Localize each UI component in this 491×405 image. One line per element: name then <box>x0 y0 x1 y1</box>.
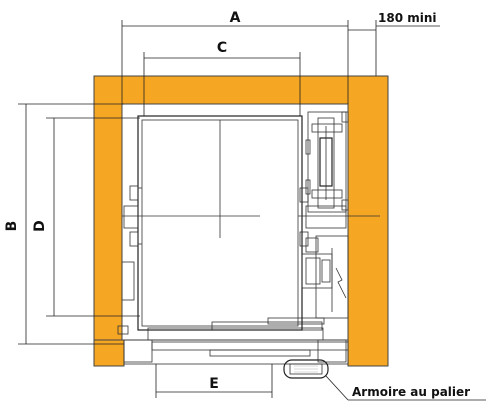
left-wall-box <box>121 261 135 301</box>
label-180-mini: 180 mini <box>378 11 437 25</box>
label-armoire: Armoire au palier <box>352 385 470 399</box>
landing-sill <box>117 317 349 365</box>
armoire-callout: Armoire au palier <box>325 375 486 401</box>
right-guide-rail <box>298 187 380 247</box>
label-e: E <box>209 376 219 392</box>
dimension-c: C <box>143 40 301 116</box>
dimension-e: E <box>155 364 273 398</box>
dimension-180-mini: 180 mini <box>348 11 440 76</box>
label-a: A <box>230 10 241 26</box>
machine-unit <box>301 235 349 319</box>
left-guide-rail <box>123 185 142 247</box>
counterweight-assembly <box>305 111 349 213</box>
dimension-a: A <box>121 10 349 104</box>
label-d: D <box>32 220 48 232</box>
label-c: C <box>217 40 227 56</box>
cabin <box>122 115 303 331</box>
dimension-b: B <box>4 103 124 345</box>
dimension-d: D <box>32 117 140 317</box>
control-cabinet <box>283 359 329 379</box>
label-b: B <box>4 221 20 232</box>
